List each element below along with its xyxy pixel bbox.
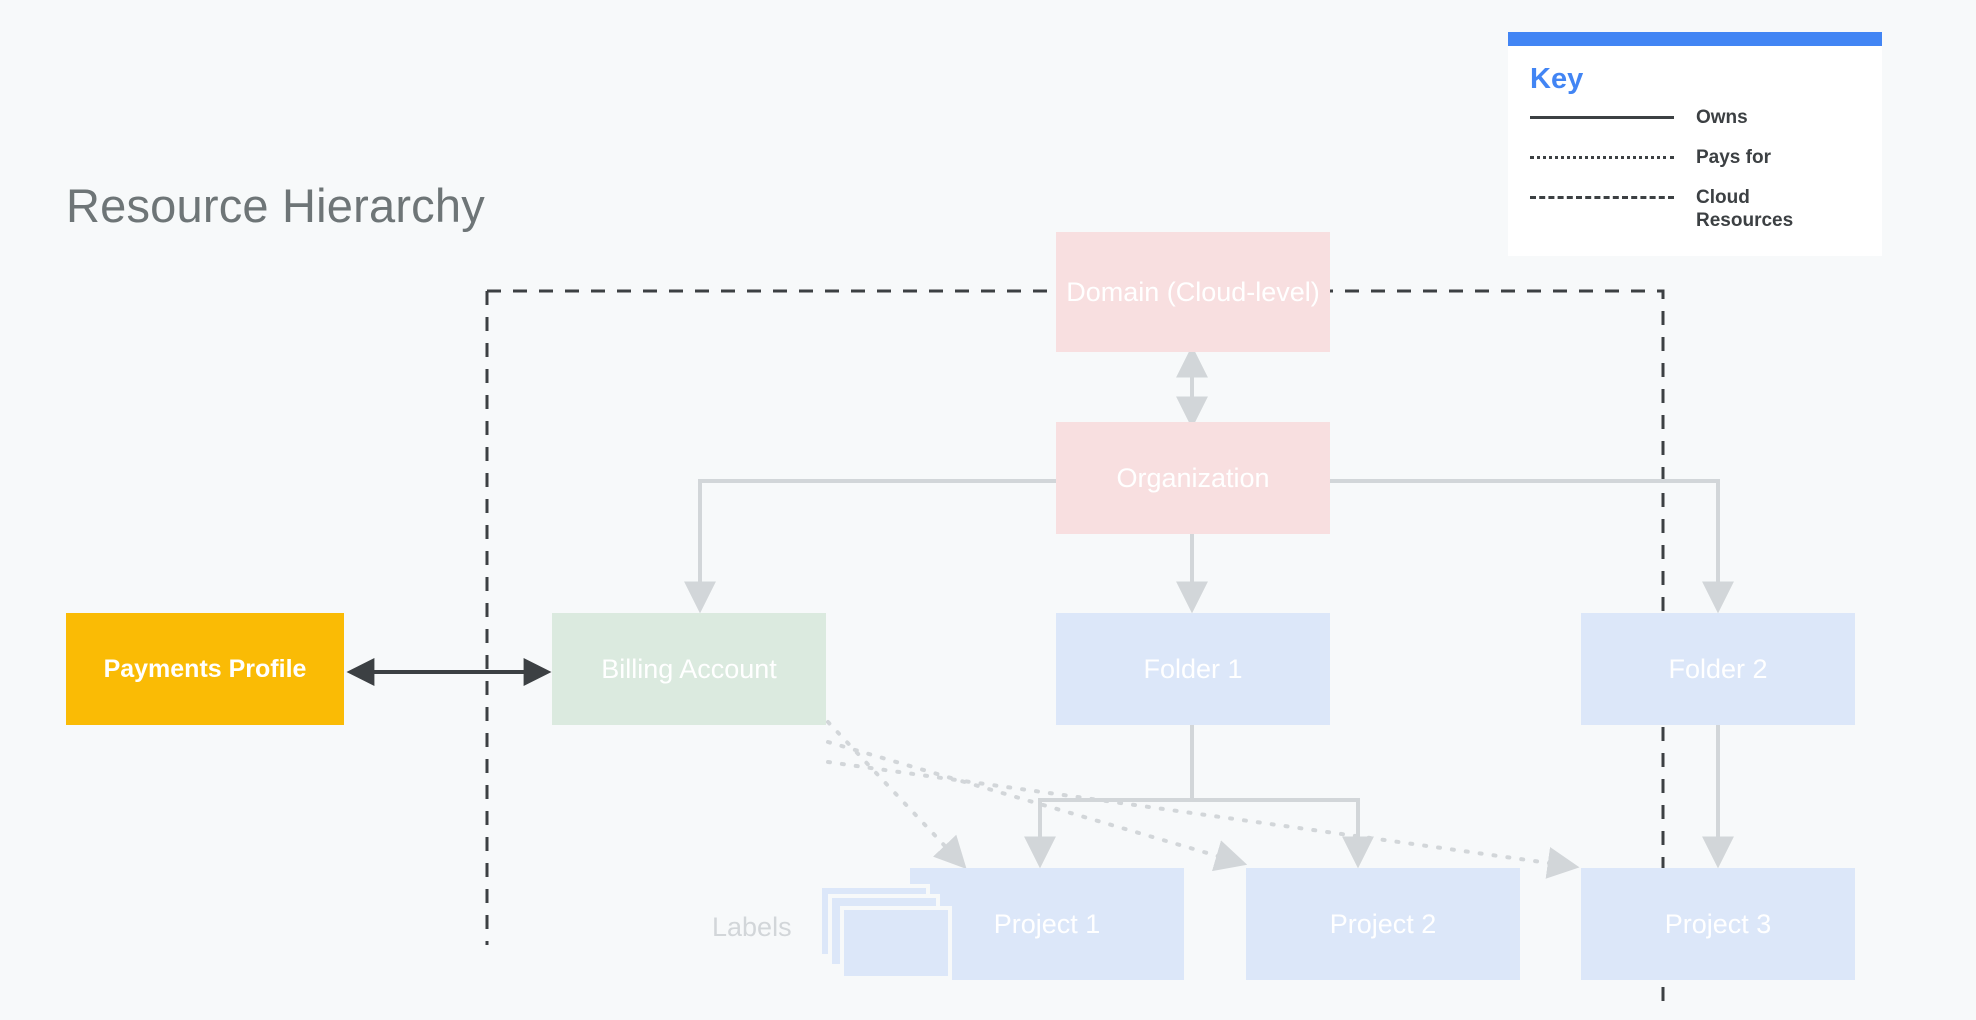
- dashed-line-icon: [1530, 186, 1674, 208]
- node-payments-profile[interactable]: Payments Profile: [66, 613, 344, 725]
- node-project-2[interactable]: Project 2: [1246, 868, 1520, 980]
- labels-stack-icon: [818, 884, 958, 980]
- edge-billing-account-project-2: [826, 740, 1248, 872]
- legend-item-cloud-resources: Cloud Resources: [1530, 186, 1860, 232]
- legend-title: Key: [1530, 63, 1584, 95]
- node-billing-account-label: Billing Account: [601, 653, 777, 684]
- label-card-front: [840, 906, 952, 980]
- node-domain-label: Domain (Cloud-level): [1066, 276, 1320, 307]
- node-folder-2-label: Folder 2: [1668, 653, 1768, 684]
- edge-organization-billing-account: [684, 479, 1056, 614]
- labels-annotation: Labels: [712, 912, 792, 942]
- legend-item-pays-for-label: Pays for: [1696, 147, 1771, 168]
- node-payments-profile-label: Payments Profile: [103, 655, 307, 683]
- legend-item-owns-label: Owns: [1696, 107, 1748, 128]
- node-project-1-label: Project 1: [993, 908, 1101, 939]
- edge-billing-account-project-1: [826, 720, 967, 869]
- node-organization-label: Organization: [1116, 462, 1270, 493]
- legend-item-owns: Owns: [1530, 106, 1860, 136]
- dotted-line-icon: [1530, 146, 1674, 168]
- edge-billing-account-project-3: [826, 760, 1580, 879]
- edge-organization-folder-2: [1330, 479, 1734, 614]
- node-project-3[interactable]: Project 3: [1581, 868, 1855, 980]
- node-folder-2[interactable]: Folder 2: [1581, 613, 1855, 725]
- edge-folder-1-project-2: [1192, 798, 1374, 869]
- legend-accent-bar: [1508, 32, 1882, 46]
- node-project-2-label: Project 2: [1329, 908, 1437, 939]
- edge-folder-1-project-1: [1024, 725, 1194, 869]
- node-folder-1-label: Folder 1: [1143, 653, 1243, 684]
- legend-body: Key Owns Pays for Cloud Resources: [1508, 46, 1882, 256]
- legend-item-cloud-resources-label: Cloud Resources: [1696, 187, 1794, 231]
- node-domain[interactable]: Domain (Cloud-level): [1056, 232, 1330, 352]
- node-billing-account[interactable]: Billing Account: [552, 613, 826, 725]
- page-title: Resource Hierarchy: [66, 179, 485, 232]
- node-project-1[interactable]: Project 1: [910, 868, 1184, 980]
- node-organization[interactable]: Organization: [1056, 422, 1330, 534]
- node-folder-1[interactable]: Folder 1: [1056, 613, 1330, 725]
- solid-line-icon: [1530, 106, 1674, 128]
- node-project-3-label: Project 3: [1664, 908, 1772, 939]
- legend-item-pays-for: Pays for: [1530, 146, 1860, 176]
- key-legend-panel: Key Owns Pays for Cloud Resources: [1508, 32, 1882, 256]
